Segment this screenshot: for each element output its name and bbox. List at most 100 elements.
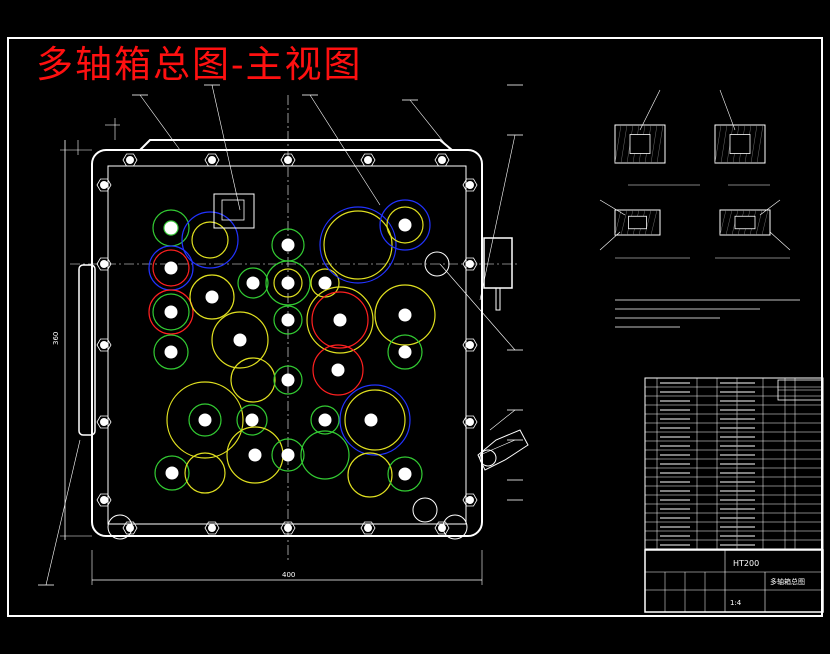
detail-hatch [614, 124, 622, 164]
gear-circle [344, 389, 406, 451]
spindle-center [398, 467, 412, 481]
gear-circle [310, 405, 340, 435]
bolt-hole [100, 341, 108, 349]
bolt-hex [462, 338, 478, 352]
detail-leader [719, 89, 736, 131]
gear-circle [339, 384, 411, 456]
detail-hatch [650, 124, 658, 164]
detail-hatch [620, 209, 628, 236]
detail-hatch [755, 209, 763, 236]
bolt-hole [364, 524, 372, 532]
bolt-hole [100, 418, 108, 426]
spindle-center [246, 276, 260, 290]
detail-hatch [644, 209, 652, 236]
gear-circle [211, 311, 269, 369]
spindle-center [318, 276, 332, 290]
gear-circle [347, 452, 393, 498]
leader-line [439, 263, 516, 351]
detail-hatch [620, 124, 628, 164]
detail-section-view [719, 209, 771, 236]
pump-inner [221, 199, 245, 221]
leader-line [309, 94, 381, 206]
bolt-hole [284, 524, 292, 532]
height-dimension-label: 360 [52, 332, 60, 345]
detail-hatch [720, 124, 728, 164]
drawing-name: 多轴箱总图 [770, 577, 805, 586]
bolt-hole [466, 341, 474, 349]
gear-circle [387, 334, 423, 370]
bolt-hex [96, 338, 112, 352]
bolt-hex [204, 521, 220, 535]
spindle-center [318, 413, 332, 427]
spindle-center [205, 290, 219, 304]
top-cover [139, 139, 453, 151]
detail-hatch [750, 124, 758, 164]
spindle-center [281, 313, 295, 327]
parts-list-table [644, 377, 824, 550]
gear-circle [265, 260, 311, 306]
spindle-center [398, 308, 412, 322]
detail-leader [639, 89, 661, 131]
spindle-center [164, 221, 178, 235]
bolt-hole [100, 181, 108, 189]
bolt-hex [434, 153, 450, 167]
detail-bore [628, 215, 647, 230]
gear-circle [230, 357, 276, 403]
bolt-hole [466, 260, 474, 268]
bolt-hole [364, 156, 372, 164]
leader-line [479, 134, 516, 301]
spindle-center [164, 261, 178, 275]
material-label: HT200 [733, 559, 759, 568]
spindle-center [364, 413, 378, 427]
bolt-hole [208, 156, 216, 164]
shaft-circle [412, 497, 438, 523]
gear-circle [189, 274, 235, 320]
gear-circle [152, 293, 190, 331]
bolt-hole [100, 496, 108, 504]
bolt-hole [466, 418, 474, 426]
right-fitting-stem [495, 287, 501, 311]
gear-circle [184, 452, 226, 494]
detail-hatch [714, 124, 722, 164]
left-cover [78, 264, 96, 436]
bolt-hole [126, 156, 134, 164]
detail-leader [759, 199, 781, 216]
drawing-title: 多轴箱总图-主视图 [36, 43, 363, 86]
bolt-hole [466, 496, 474, 504]
leader-line [139, 94, 181, 151]
bolt-hex [462, 257, 478, 271]
gear-circle [191, 221, 229, 259]
bolt-hex [462, 178, 478, 192]
gear-circle [379, 199, 431, 251]
bolt-hex [360, 153, 376, 167]
spindle-center [398, 218, 412, 232]
gear-circle [387, 456, 423, 492]
bolt-hole [208, 524, 216, 532]
spindle-center [281, 373, 295, 387]
bolt-hex [96, 178, 112, 192]
detail-hatch [725, 209, 733, 236]
bolt-hex [122, 153, 138, 167]
gear-circle [319, 206, 397, 284]
spindle-center [281, 276, 295, 290]
detail-leader [599, 199, 626, 216]
gear-circle [323, 210, 393, 280]
gear-circle [300, 430, 350, 480]
bolt-hex [280, 153, 296, 167]
bolt-hole [100, 260, 108, 268]
bolt-hole [438, 156, 446, 164]
spindle-center [281, 448, 295, 462]
gear-circle [306, 286, 374, 354]
gear-circle [236, 404, 268, 436]
gear-circle [374, 284, 436, 346]
gear-circle [163, 220, 179, 236]
gear-circle [271, 438, 305, 472]
spindle-center [164, 345, 178, 359]
bolt-hex [280, 521, 296, 535]
shaft-circle [442, 514, 468, 540]
detail-section-view [714, 124, 766, 164]
leader-line [489, 409, 516, 431]
detail-hatch [656, 124, 664, 164]
gear-circle [273, 268, 303, 298]
